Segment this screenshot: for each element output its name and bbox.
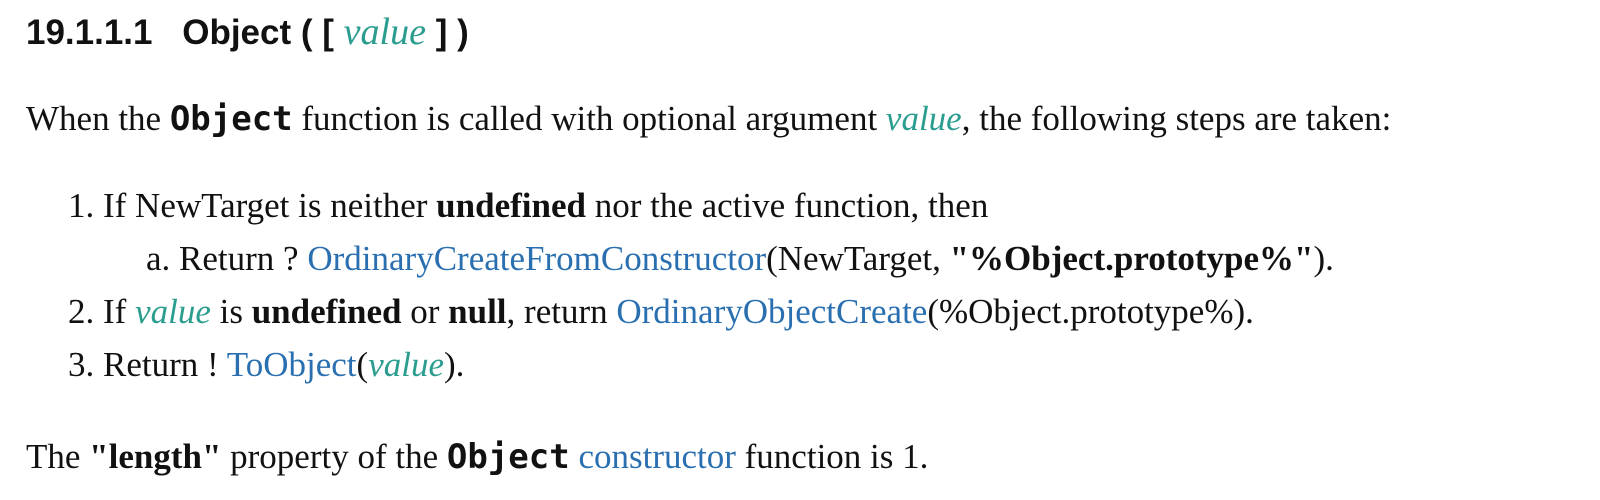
step-3: 3. Return ! ToObject(value). (68, 343, 464, 387)
step-3-text-1: Return ! (94, 345, 227, 384)
step-1a: a. Return ? OrdinaryCreateFromConstructo… (146, 237, 1334, 281)
step-3-var-value: value (368, 345, 444, 384)
step-2-null: null (448, 292, 507, 331)
step-2-text-5: (%Object.prototype%). (927, 292, 1254, 331)
intro-code-object: Object (169, 99, 293, 139)
section-heading: 19.1.1.1 Object ( [ value ] ) (26, 10, 469, 55)
step-2-var-value: value (135, 292, 211, 331)
footer-length-string: "length" (89, 437, 222, 476)
step-1-number: 1. (68, 186, 95, 225)
footer-text-4: function is 1. (735, 437, 929, 476)
param-value: value (343, 11, 426, 53)
step-1: 1. If NewTarget is neither undefined nor… (68, 184, 988, 228)
step-2-text-3: or (401, 292, 449, 331)
step-1a-text-3: ). (1313, 239, 1334, 278)
step-3-text-2: ( (356, 345, 369, 384)
to-object-link[interactable]: ToObject (226, 345, 357, 384)
ordinary-create-from-constructor-link[interactable]: OrdinaryCreateFromConstructor (307, 239, 767, 278)
step-3-number: 3. (68, 345, 95, 384)
step-1-text-1: If NewTarget is neither (94, 186, 437, 225)
section-title-suffix: ] ) (435, 13, 469, 52)
intro-text-2: function is called with optional argumen… (292, 99, 886, 138)
step-2: 2. If value is undefined or null, return… (68, 290, 1254, 334)
step-1-text-2: nor the active function, then (585, 186, 989, 225)
section-title-prefix: Object ( [ (182, 13, 334, 52)
step-1a-text-1: Return ? (170, 239, 308, 278)
footer-text-2: property of the (221, 437, 447, 476)
footer-text-1: The (26, 437, 90, 476)
ordinary-object-create-link[interactable]: OrdinaryObjectCreate (616, 292, 928, 331)
intro-text-3: , the following steps are taken: (961, 99, 1392, 138)
intro-var-value: value (885, 99, 962, 138)
step-1-undefined: undefined (436, 186, 586, 225)
step-2-text-4: , return (506, 292, 617, 331)
intro-paragraph: When the Object function is called with … (26, 97, 1391, 141)
step-1a-prototype-string: "%Object.prototype%" (949, 239, 1314, 278)
step-3-text-3: ). (443, 345, 465, 384)
step-1a-text-2: (NewTarget, (766, 239, 950, 278)
step-1a-number: a. (146, 239, 171, 278)
footer-code-object: Object (446, 437, 570, 477)
step-2-text-1: If (94, 292, 136, 331)
intro-text-1: When the (26, 99, 170, 138)
step-2-number: 2. (68, 292, 95, 331)
step-2-text-2: is (210, 292, 252, 331)
constructor-link[interactable]: constructor (578, 437, 736, 476)
step-2-undefined: undefined (251, 292, 402, 331)
section-number: 19.1.1.1 (26, 13, 153, 52)
footer-paragraph: The "length" property of the Object cons… (26, 435, 928, 479)
